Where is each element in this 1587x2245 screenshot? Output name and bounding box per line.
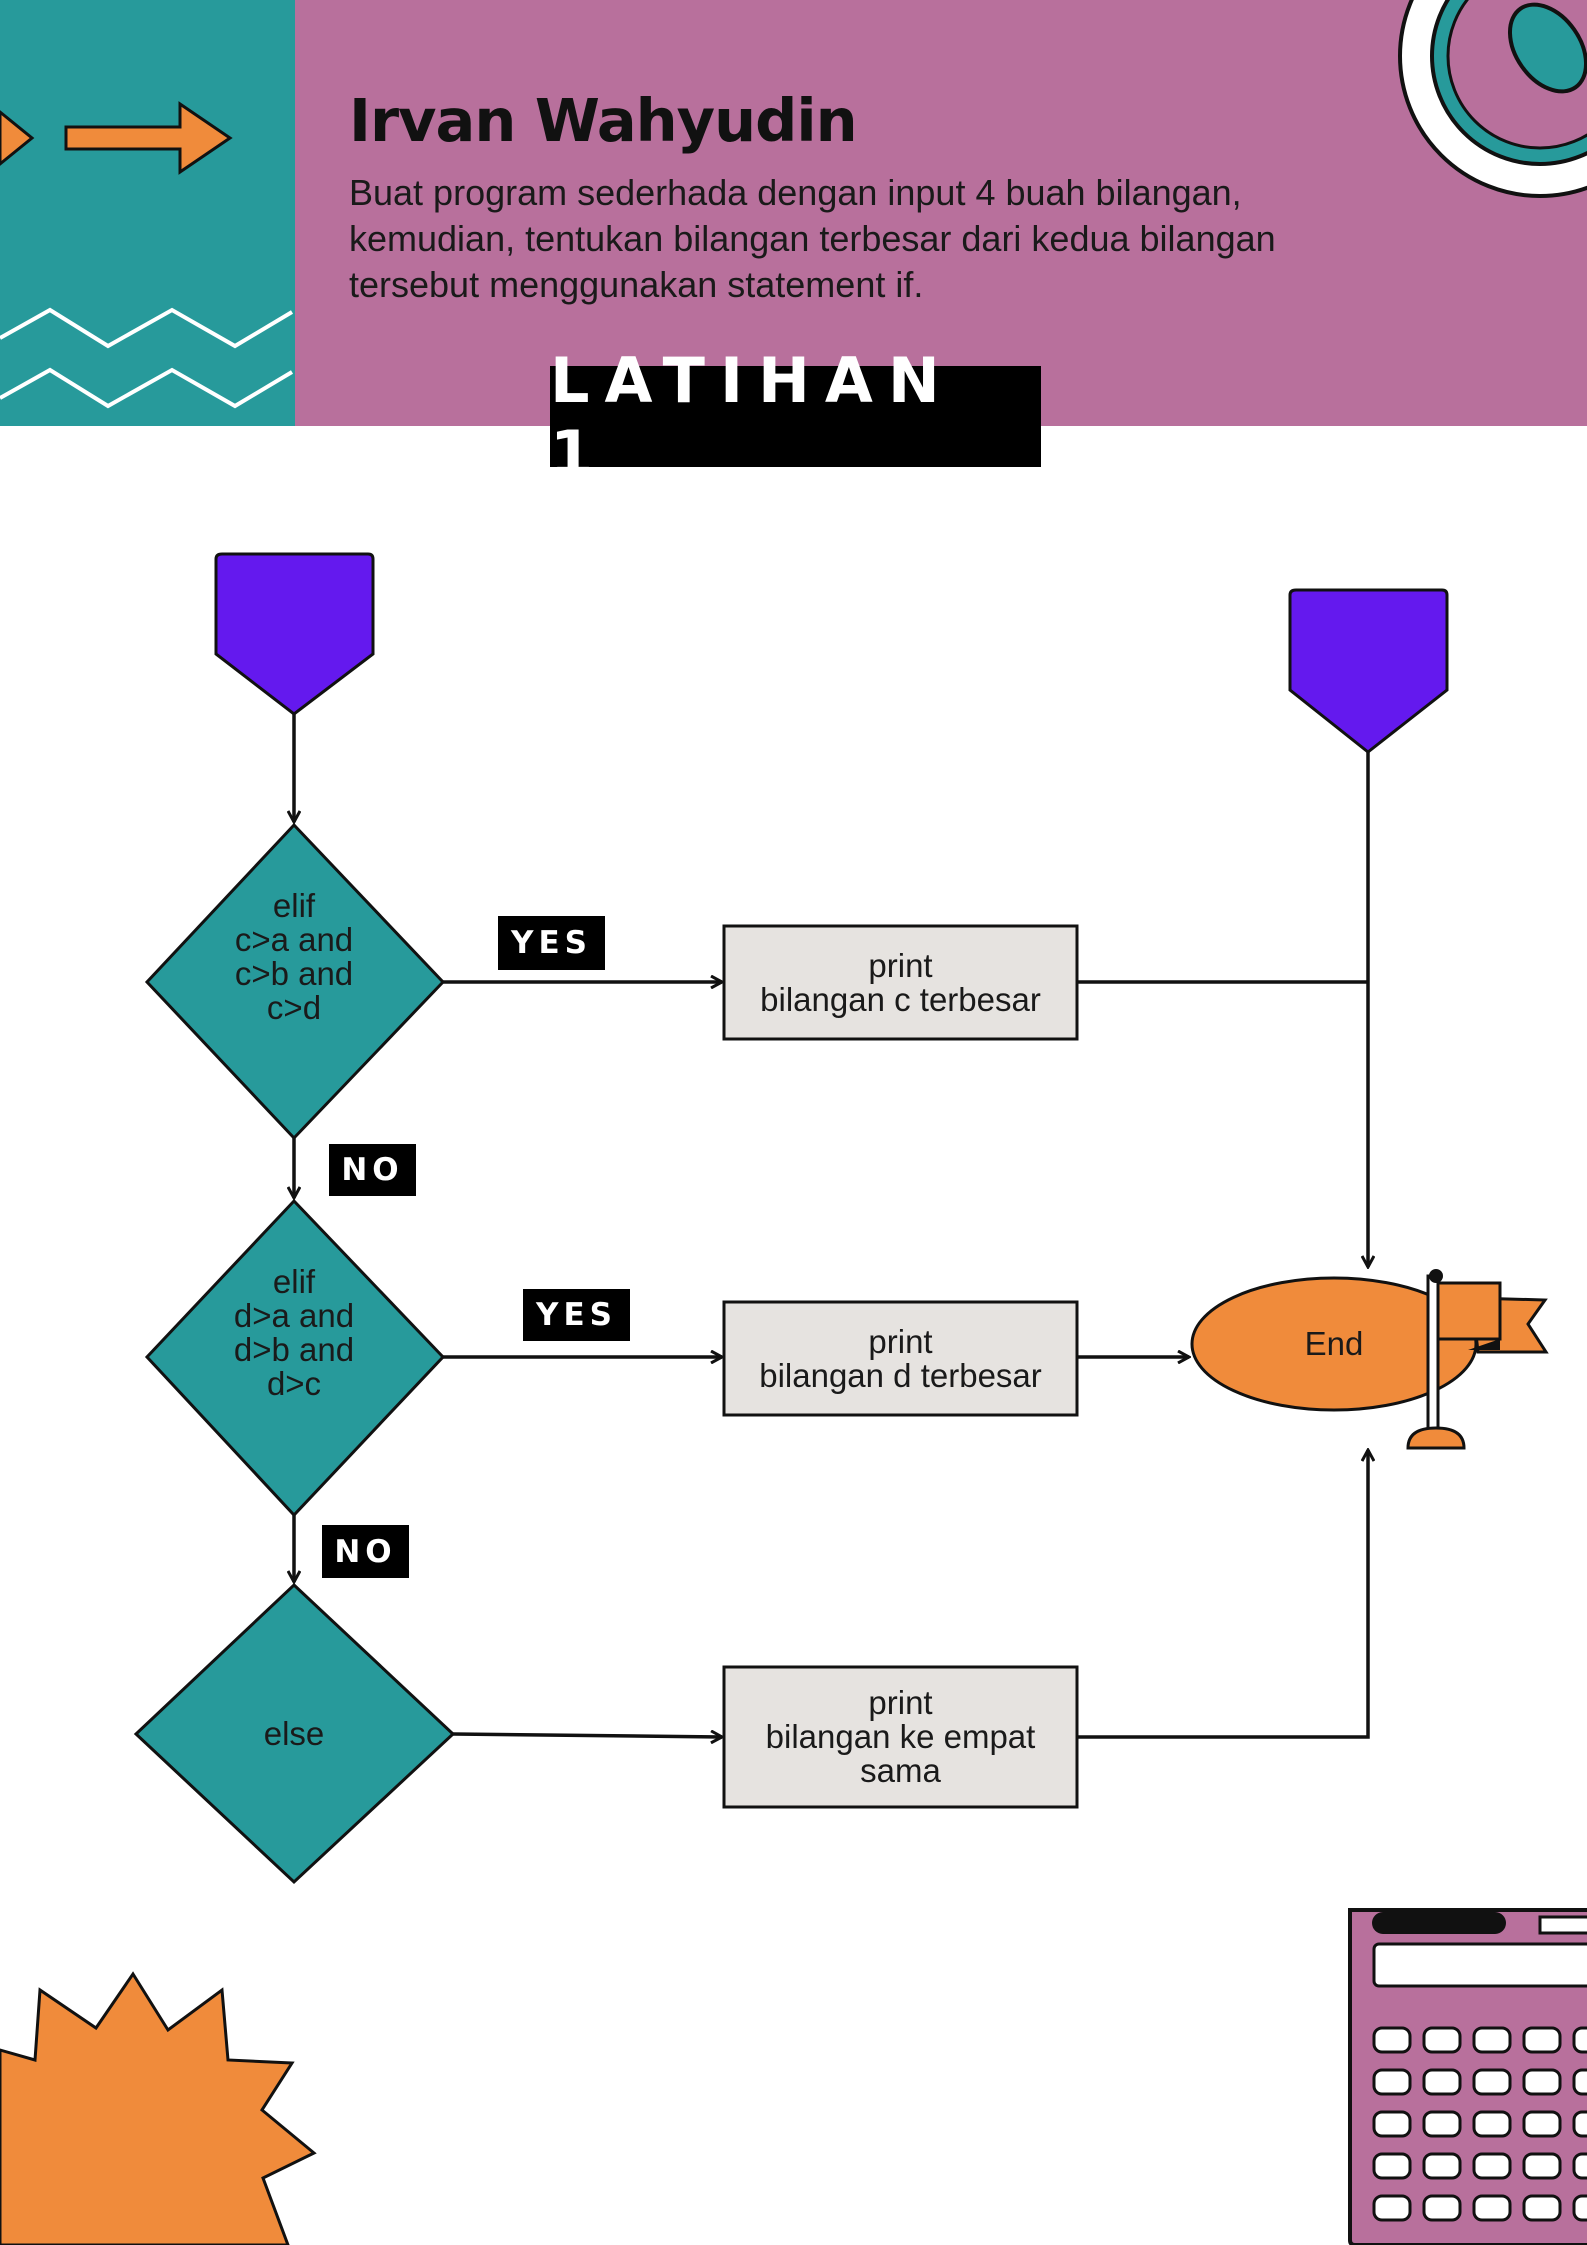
yes-tag-2: YES <box>523 1289 630 1341</box>
calculator-key-icon <box>1372 2110 1412 2138</box>
calculator-key-icon <box>1572 2152 1587 2180</box>
end-terminal-label: End <box>1304 1325 1364 1362</box>
calculator-key-icon <box>1572 2068 1587 2096</box>
process-label-2: print bilangan d terbesar <box>759 1322 1042 1394</box>
ring-icon <box>1398 0 1587 198</box>
process-box-2 <box>722 1300 1079 1417</box>
calculator-key-icon <box>1472 2026 1512 2054</box>
process-box-1 <box>722 924 1079 1041</box>
flow-connectors <box>294 714 1368 1737</box>
calculator-key-icon <box>1372 2194 1412 2222</box>
arrow-icon <box>0 101 233 175</box>
decision-diamond-1 <box>144 822 446 1141</box>
calculator-key-icon <box>1572 2026 1587 2054</box>
calculator-key-icon <box>1422 2152 1462 2180</box>
starburst-icon <box>0 1971 317 2245</box>
calculator-key-icon <box>1472 2110 1512 2138</box>
calculator-key-icon <box>1522 2152 1562 2180</box>
exercise-banner: LATIHAN 1 <box>550 344 1041 490</box>
calculator-key-icon <box>1522 2110 1562 2138</box>
decision-diamond-2 <box>144 1198 446 1518</box>
calculator-key-icon <box>1422 2026 1462 2054</box>
flag-icon <box>1406 1269 1549 1450</box>
calculator-icon <box>1348 1908 1587 2245</box>
calculator-key-icon <box>1372 2152 1412 2180</box>
calculator-key-icon <box>1522 2026 1562 2054</box>
decision-label-2: elif d>a and d>b and d>c <box>233 1263 355 1402</box>
zigzag-icon <box>0 307 294 409</box>
process-box-3 <box>722 1665 1079 1809</box>
calculator-key-icon <box>1472 2152 1512 2180</box>
calculator-key-icon <box>1572 2110 1587 2138</box>
author-name: Irvan Wahyudin <box>349 86 858 155</box>
calculator-key-icon <box>1522 2068 1562 2096</box>
calculator-key-icon <box>1372 2068 1412 2096</box>
calculator-key-icon <box>1472 2194 1512 2222</box>
yes-tag-1: YES <box>498 916 605 970</box>
task-description: Buat program sederhada dengan input 4 bu… <box>349 172 1276 305</box>
decision-diamond-3 <box>133 1582 456 1885</box>
calculator-key-icon <box>1422 2068 1462 2096</box>
calculator-key-icon <box>1522 2194 1562 2222</box>
calculator-key-icon <box>1422 2194 1462 2222</box>
start-pointer-shape <box>214 552 375 716</box>
calculator-key-icon <box>1472 2068 1512 2096</box>
no-tag-2: NO <box>322 1525 409 1578</box>
calculator-key-icon <box>1572 2194 1587 2222</box>
header-teal-panel <box>0 0 295 426</box>
process-label-1: print bilangan c terbesar <box>760 946 1041 1018</box>
decision-label-1: elif c>a and c>b and c>d <box>234 887 354 1026</box>
end-pointer-shape <box>1288 588 1449 754</box>
calculator-key-icon <box>1422 2110 1462 2138</box>
calculator-key-icon <box>1372 2026 1412 2054</box>
header-magenta-panel <box>295 0 1587 426</box>
decision-label-3: else <box>263 1715 325 1752</box>
no-tag-1: NO <box>329 1144 416 1196</box>
process-label-3: print bilangan ke empat sama <box>765 1684 1036 1789</box>
